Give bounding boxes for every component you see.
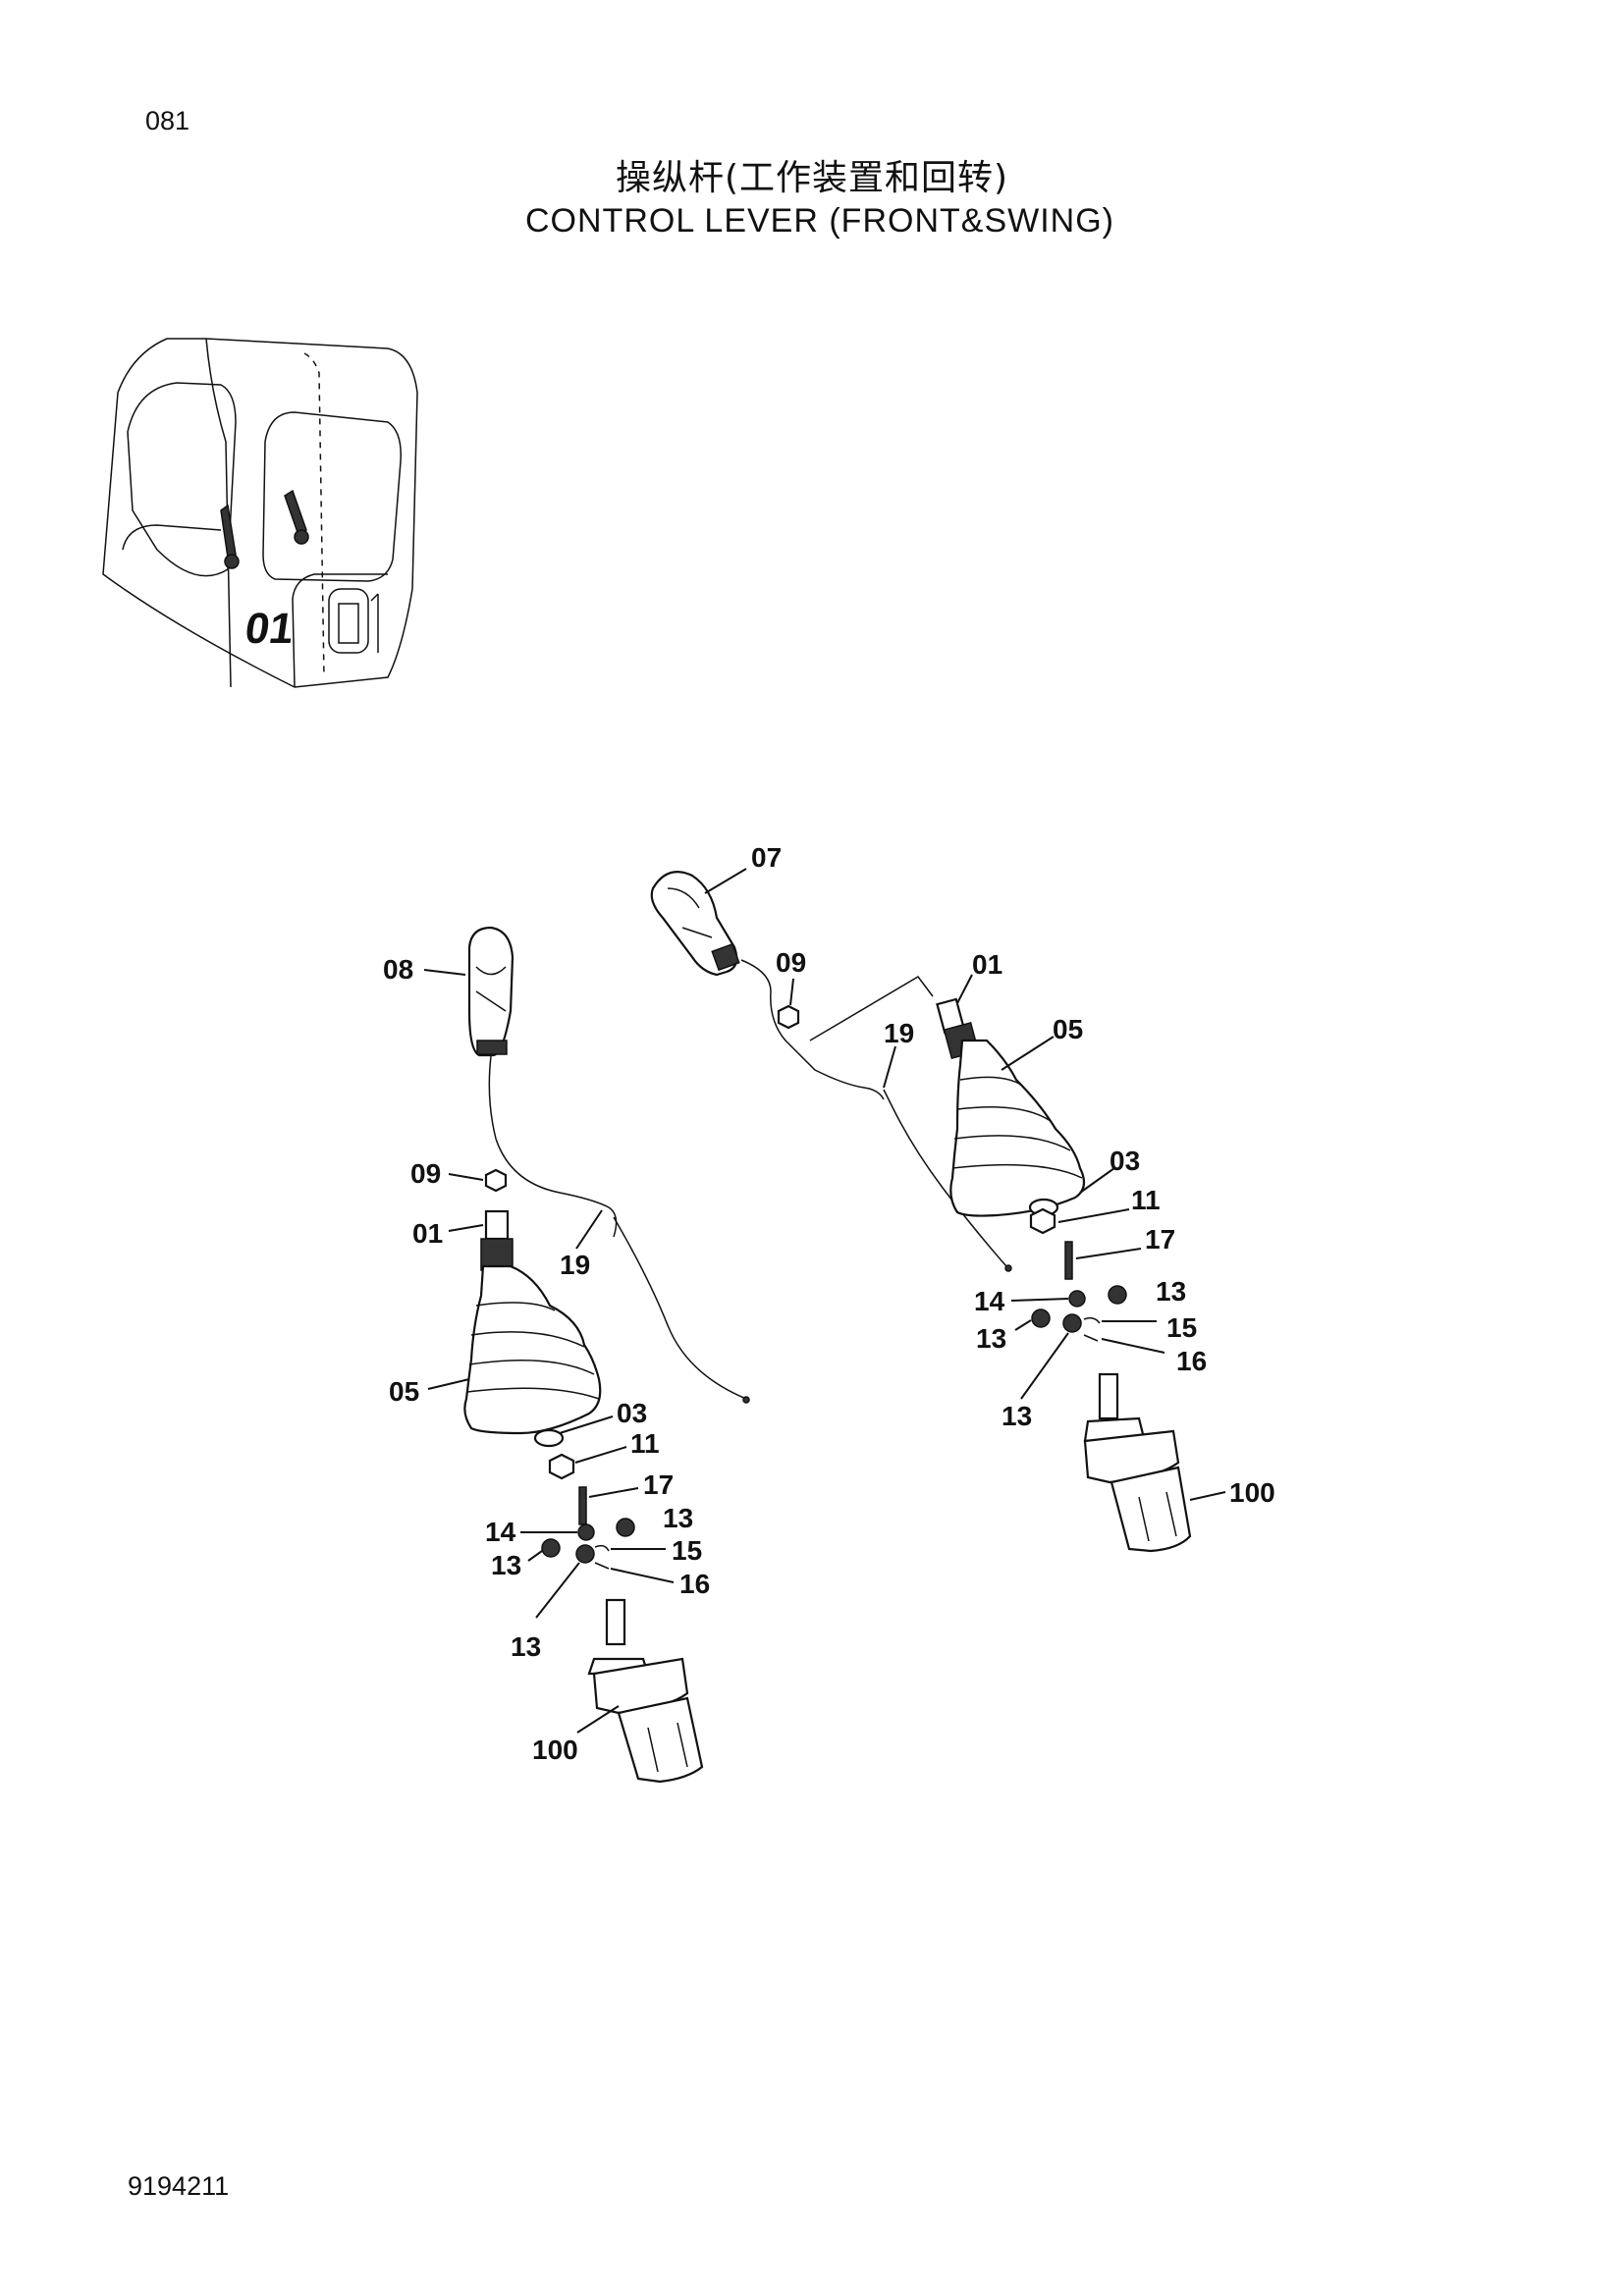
callout-right-05: 05 [1053, 1014, 1083, 1044]
right-lever-assembly [650, 868, 1226, 1553]
callout-right-19: 19 [884, 1018, 914, 1048]
title-english: CONTROL LEVER (FRONT&SWING) [525, 202, 1114, 240]
grip-08-left [467, 926, 514, 1057]
nut-11-left [548, 1453, 575, 1480]
bolt-13-left-c [575, 1544, 595, 1564]
part-15-left [594, 1544, 610, 1552]
callout-left-100: 100 [532, 1735, 578, 1765]
boot-05-left [463, 1264, 602, 1435]
page-number: 081 [145, 106, 190, 135]
washer-03-left [533, 1428, 565, 1448]
cab-marking: 01 [243, 605, 298, 653]
callout-right-01: 01 [972, 949, 1002, 980]
callout-right-03: 03 [1110, 1146, 1140, 1176]
part-16-left [594, 1562, 610, 1570]
callout-right-13-b: 13 [976, 1323, 1006, 1354]
bolt-13-left-b [541, 1538, 561, 1558]
nut-09-left [484, 1168, 508, 1193]
left-lever-assembly [423, 926, 750, 1784]
callout-left-08: 08 [383, 954, 413, 985]
part-15-right [1083, 1316, 1101, 1324]
shaft-01-left [484, 1209, 510, 1241]
callout-left-05: 05 [389, 1376, 419, 1407]
bolt-13-right-c [1062, 1313, 1082, 1333]
callout-left-14: 14 [485, 1517, 516, 1547]
boot-05-right [949, 1039, 1086, 1217]
callout-right-17: 17 [1145, 1224, 1175, 1255]
callout-right-09: 09 [776, 947, 806, 978]
callout-right-13-a: 13 [1156, 1276, 1186, 1307]
callout-left-01: 01 [412, 1218, 443, 1249]
callout-right-07: 07 [751, 842, 782, 873]
callout-right-13-c: 13 [1001, 1401, 1032, 1431]
callout-left-03: 03 [617, 1398, 647, 1428]
callout-left-19: 19 [560, 1250, 590, 1280]
callout-left-13-c: 13 [511, 1631, 541, 1662]
cab-locator-illustration [102, 338, 418, 688]
pilot-valve-100-right [1083, 1372, 1192, 1553]
callout-right-14: 14 [974, 1286, 1005, 1316]
callout-right-16: 16 [1176, 1346, 1207, 1376]
nut-09-right [777, 1004, 800, 1030]
callout-left-11: 11 [630, 1428, 660, 1459]
callout-left-16: 16 [679, 1569, 710, 1599]
callout-left-17: 17 [643, 1469, 674, 1500]
callout-left-09: 09 [410, 1158, 441, 1189]
part-16-right [1083, 1334, 1099, 1342]
callout-left-15: 15 [672, 1535, 702, 1566]
callout-right-100: 100 [1229, 1477, 1275, 1508]
document-code: 9194211 [128, 2171, 230, 2201]
callout-left-13-b: 13 [491, 1550, 521, 1580]
bolt-13-right-a [1108, 1285, 1127, 1305]
pilot-valve-100-left [587, 1598, 704, 1784]
rod-17-left [578, 1486, 587, 1525]
rod-17-right [1064, 1241, 1073, 1280]
bolt-13-left-a [616, 1518, 635, 1537]
callout-left-13-a: 13 [663, 1503, 693, 1533]
callout-right-15: 15 [1166, 1312, 1197, 1343]
callout-right-11: 11 [1131, 1185, 1161, 1215]
title-chinese: 操纵杆(工作装置和回转) [615, 158, 1009, 198]
part-14-left [577, 1523, 595, 1541]
part-14-right [1068, 1290, 1086, 1308]
bolt-13-right-b [1031, 1308, 1051, 1328]
nut-11-right [1029, 1207, 1056, 1235]
